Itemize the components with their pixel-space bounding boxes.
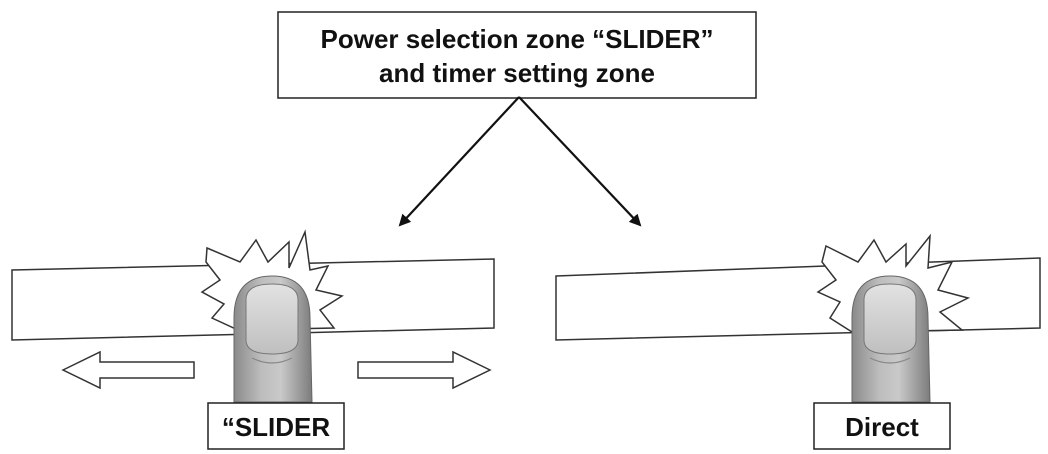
finger-icon (851, 275, 931, 403)
arrow-left-icon (61, 350, 195, 390)
arrow-to-direct-zone (518, 96, 642, 227)
finger-icon (233, 275, 313, 403)
arrow-to-slider-zone (398, 96, 520, 227)
title-line-1: Power selection zone “SLIDER” (321, 24, 714, 54)
title-box: Power selection zone “SLIDER” and timer … (277, 11, 757, 99)
direct-label: Direct (845, 412, 919, 442)
pointer-arrows (398, 96, 642, 227)
title-line-2: and timer setting zone (379, 58, 655, 88)
slider-label: “SLIDER (222, 412, 331, 442)
direct-label-box (813, 402, 951, 450)
slider-label-box (207, 402, 345, 450)
arrow-right-icon (357, 350, 492, 390)
right-panel: Direct (555, 233, 1041, 450)
fingernail (863, 283, 917, 355)
left-panel: “SLIDER (11, 229, 495, 450)
fingernail (245, 283, 299, 355)
